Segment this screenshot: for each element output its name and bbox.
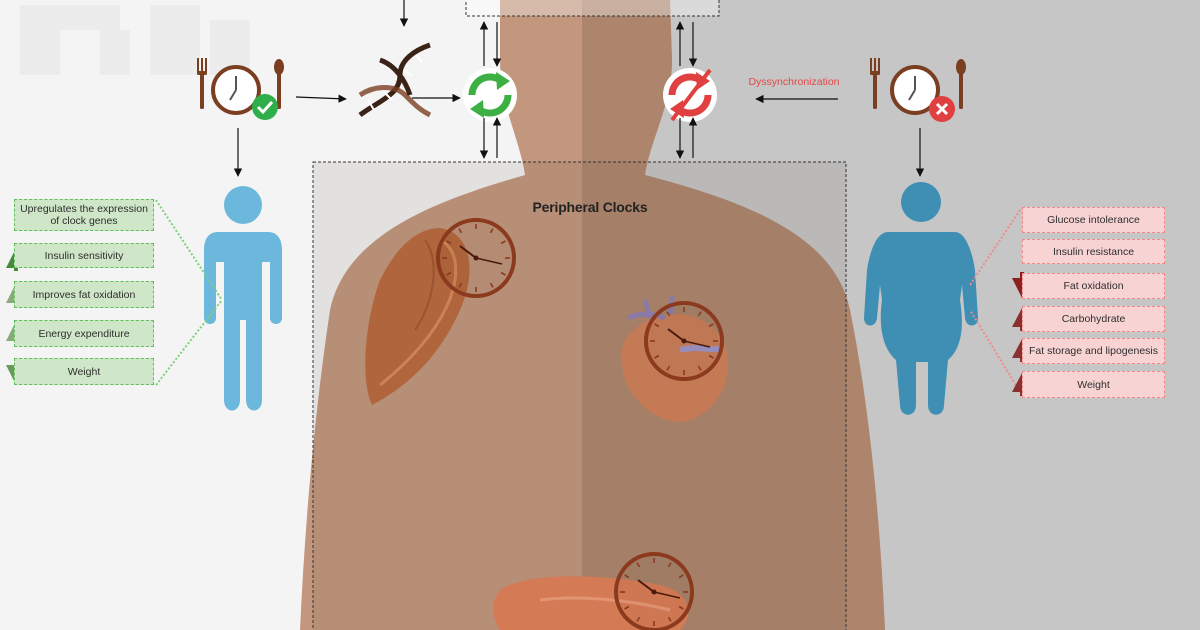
healthy-effect-label: Weight	[67, 365, 101, 378]
clock-icon	[644, 301, 724, 381]
sync-broken-icon	[663, 68, 717, 122]
connector-arrows	[233, 0, 925, 177]
unhealthy-effect-box: Weight	[1022, 371, 1165, 398]
body-silhouette	[300, 0, 885, 630]
healthy-effect-label: Energy expenditure	[38, 327, 130, 340]
meal-clock-healthy	[197, 58, 284, 120]
unhealthy-effect-label: Weight	[1077, 378, 1110, 391]
healthy-effect-box: Insulin sensitivity	[14, 243, 154, 268]
sync-icon	[463, 68, 517, 122]
unhealthy-effect-label: Fat oxidation	[1063, 280, 1124, 292]
meal-clock-unhealthy	[870, 58, 966, 122]
healthy-effect-label: Improves fat oxidation	[32, 288, 136, 301]
dna-icon	[358, 42, 432, 118]
unhealthy-effect-box: Fat storage and lipogenesis	[1022, 338, 1165, 364]
unhealthy-effect-box: Glucose intolerance	[1022, 207, 1165, 233]
peripheral-clocks-box	[312, 161, 847, 630]
person-icon	[204, 186, 282, 411]
person-icon	[864, 182, 978, 415]
unhealthy-effect-label: Glucose intolerance	[1047, 214, 1140, 226]
central-clock-box	[465, 0, 720, 17]
healthy-effect-box: Weight	[14, 358, 154, 385]
healthy-effect-box: Upregulates the expression of clock gene…	[14, 199, 154, 231]
clock-icon	[436, 218, 516, 298]
unhealthy-effect-box: Insulin resistance	[1022, 239, 1165, 264]
dyssynchronization-label: Dyssynchronization	[748, 76, 840, 88]
check-icon	[252, 94, 278, 120]
clock-icon	[614, 552, 694, 630]
fork-icon	[870, 58, 880, 109]
unhealthy-effect-label: Fat storage and lipogenesis	[1029, 345, 1158, 357]
healthy-effect-box: Energy expenditure	[14, 320, 154, 347]
spoon-icon	[274, 59, 284, 109]
fork-icon	[197, 58, 207, 109]
healthy-effect-label: Insulin sensitivity	[44, 249, 124, 262]
healthy-effect-box: Improves fat oxidation	[14, 281, 154, 308]
peripheral-clocks-title: Peripheral Clocks	[532, 199, 648, 215]
unhealthy-effect-label: Insulin resistance	[1052, 245, 1135, 258]
unhealthy-effect-box: Carbohydrate	[1022, 306, 1165, 332]
unhealthy-effect-box: Fat oxidation	[1022, 273, 1165, 299]
faint-decoration	[20, 5, 250, 75]
leader-lines	[155, 199, 1021, 393]
healthy-effect-label: Upregulates the expression of clock gene…	[20, 203, 148, 227]
spoon-icon	[956, 59, 966, 109]
unhealthy-effect-label: Carbohydrate	[1061, 313, 1126, 325]
